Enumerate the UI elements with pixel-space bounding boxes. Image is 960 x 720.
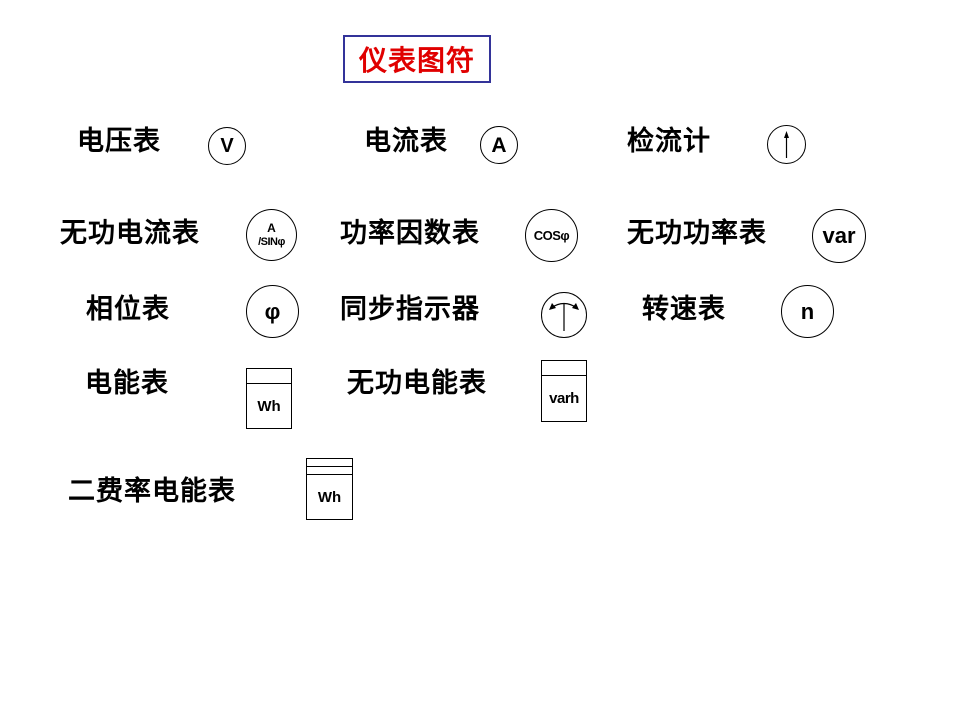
var-hour-meter-label: 无功电能表 xyxy=(347,368,487,399)
varmeter-label: 无功功率表 xyxy=(627,218,767,249)
meter-divider-1 xyxy=(307,466,352,467)
galvanometer-arrow-icon xyxy=(767,125,806,164)
power-factor-meter-label: 功率因数表 xyxy=(340,218,480,249)
page-title-box: 仪表图符 xyxy=(343,35,491,83)
ammeter-icon: A xyxy=(480,126,518,164)
voltmeter-icon: V xyxy=(208,127,246,165)
phase-meter-icon: φ xyxy=(246,285,299,338)
dual-rate-watt-hour-meter-label: 二费率电能表 xyxy=(68,476,236,507)
dual-rate-watt-hour-meter-icon: Wh xyxy=(306,458,353,520)
reactive-ammeter-label: 无功电流表 xyxy=(60,218,200,249)
var-hour-meter-icon: varh xyxy=(541,360,587,422)
reactive-ammeter-icon: A /SINφ xyxy=(246,209,297,261)
tachometer-icon: n xyxy=(781,285,834,338)
bidirectional-arrow-icon xyxy=(549,302,579,331)
tachometer-label: 转速表 xyxy=(642,294,726,325)
watt-hour-meter-icon: Wh xyxy=(246,368,292,429)
meter-divider-2 xyxy=(307,474,352,475)
voltmeter-label: 电压表 xyxy=(77,126,161,157)
up-arrow-icon xyxy=(784,131,789,158)
page-title: 仪表图符 xyxy=(358,44,475,77)
synchroscope-label: 同步指示器 xyxy=(340,294,480,325)
phase-meter-label: 相位表 xyxy=(86,294,170,325)
power-factor-meter-icon: COSφ xyxy=(525,209,578,262)
varmeter-icon: var xyxy=(812,209,866,263)
galvanometer-label: 检流计 xyxy=(627,126,711,157)
meter-divider xyxy=(247,383,291,384)
synchroscope-icon xyxy=(541,292,587,338)
watt-hour-meter-label: 电能表 xyxy=(85,368,169,399)
ammeter-label: 电流表 xyxy=(364,126,448,157)
meter-divider xyxy=(542,375,586,376)
